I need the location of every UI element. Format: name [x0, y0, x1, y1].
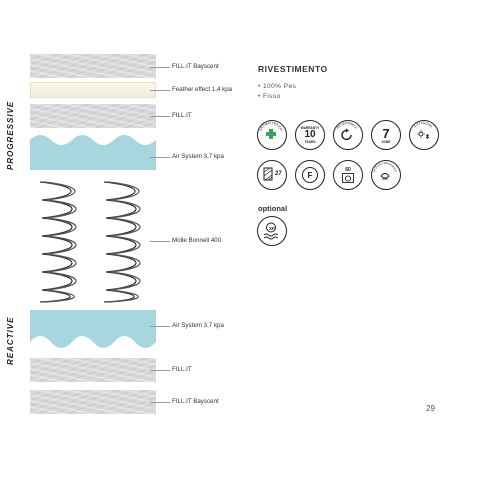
- height-icon: 27: [257, 160, 287, 190]
- warranty-bottom-text: YEARS: [304, 140, 316, 144]
- warranty-icon: WARRANTY 10 YEARS: [295, 120, 325, 150]
- layer-label: FILL.IT Bayscent: [172, 398, 219, 405]
- wash-icon: 60: [333, 160, 363, 190]
- hypoallergenic-ring-text: HYPOALLERGENICO: [373, 161, 399, 173]
- reactive-side-label: REACTIVE: [6, 316, 15, 366]
- cover-bullets: 100% Pes Fisso: [258, 82, 296, 102]
- washing-machine-icon: [342, 173, 354, 183]
- layer-bonnell-springs: [39, 181, 141, 303]
- firmness-icon: F: [295, 160, 325, 190]
- leader-line: [150, 67, 170, 68]
- antibacterial-icon: ANTIBATTERICO: [257, 120, 287, 150]
- layer-label: Feather effect 1,4 kpa: [172, 86, 233, 93]
- page-number: 29: [426, 404, 435, 413]
- layer-label: FILL.IT: [172, 112, 192, 119]
- cover-bullet: 100% Pes: [258, 82, 296, 92]
- svg-text:REVERSIBILE: REVERSIBILE: [336, 121, 358, 130]
- zones-value: 7: [382, 125, 390, 141]
- layer-label: FILL.IT: [172, 366, 192, 373]
- svg-text:4 STAGIONI: 4 STAGIONI: [413, 121, 433, 129]
- firmness-value: F: [307, 170, 313, 180]
- layer-fill-top: [30, 104, 156, 128]
- layer-fill-bottom: [30, 358, 156, 382]
- firmness-badge: F: [302, 167, 318, 183]
- layer-air-system-top: [30, 135, 156, 170]
- leader-line: [150, 90, 170, 91]
- progressive-side-label: PROGRESSIVE: [6, 100, 15, 170]
- hypoallergenic-icon: HYPOALLERGENICO: [371, 160, 401, 190]
- reversible-ring-text: REVERSIBILE: [336, 121, 358, 130]
- layer-label: Molle Bonnell 400: [172, 237, 222, 244]
- cover-title: RIVESTIMENTO: [258, 64, 328, 74]
- layer-air-system-bottom: [30, 310, 156, 348]
- layer-feather-effect: [30, 82, 156, 98]
- optional-label: optional: [258, 204, 288, 213]
- zones-label: ZONE: [381, 139, 391, 144]
- reversible-icon: REVERSIBILE: [333, 120, 363, 150]
- xf-value: XF: [269, 225, 275, 231]
- wash-temperature: 60: [345, 167, 351, 173]
- leader-line: [150, 241, 170, 242]
- leader-line: [150, 402, 170, 403]
- layer-fill-bayscent-bottom: [30, 390, 156, 414]
- layer-label: FILL.IT Bayscent: [172, 63, 219, 70]
- xf-icon: XF: [257, 216, 287, 246]
- layer-label: Air System 3,7 kpa: [172, 153, 224, 160]
- layer-label: Air System 3,7 kpa: [172, 322, 224, 329]
- leader-line: [150, 157, 170, 158]
- leader-line: [150, 370, 170, 371]
- svg-text:HYPOALLERGENICO: HYPOALLERGENICO: [373, 161, 399, 173]
- zones-icon: 7 ZONE: [371, 120, 401, 150]
- seasons-icon: 4 STAGIONI: [409, 120, 439, 150]
- leader-line: [150, 326, 170, 327]
- warranty-top-text: WARRANTY: [300, 126, 320, 130]
- seasons-ring-text: 4 STAGIONI: [413, 121, 433, 129]
- leader-line: [150, 116, 170, 117]
- cover-bullet: Fisso: [258, 92, 296, 102]
- warranty-value: 10: [304, 129, 316, 140]
- layer-fill-bayscent-top: [30, 54, 156, 78]
- height-value: 27: [275, 171, 282, 177]
